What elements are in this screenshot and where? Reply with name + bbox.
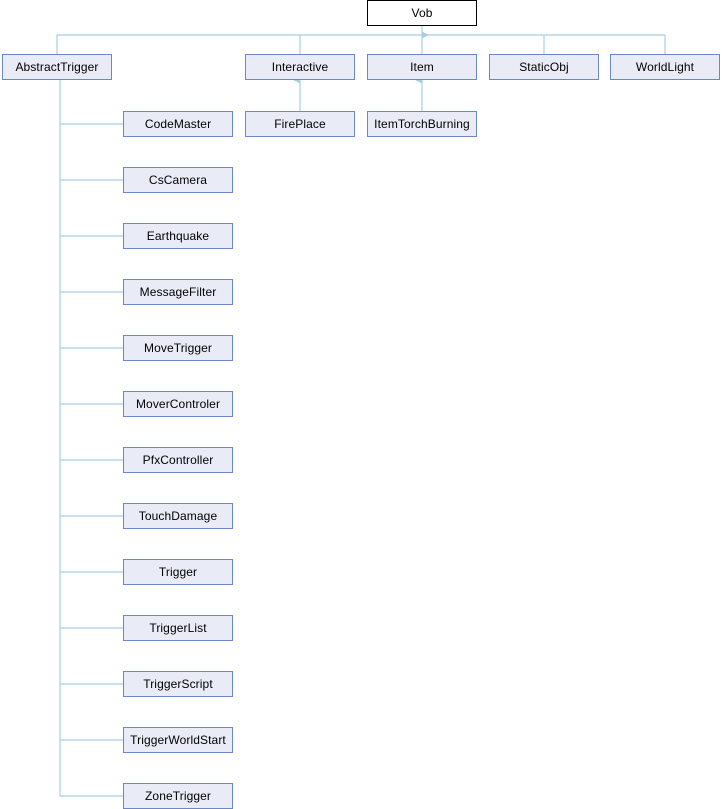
node-movetrigger[interactable]: MoveTrigger	[123, 335, 233, 361]
node-worldlight[interactable]: WorldLight	[610, 54, 720, 80]
node-label: CsCamera	[148, 173, 208, 187]
node-label: FirePlace	[274, 117, 326, 131]
node-codemaster[interactable]: CodeMaster	[123, 111, 233, 137]
node-vob[interactable]: Vob	[367, 0, 477, 26]
node-label: Earthquake	[146, 229, 210, 243]
node-trigger[interactable]: Trigger	[123, 559, 233, 585]
node-label: TouchDamage	[138, 509, 218, 523]
node-label: MoveTrigger	[143, 341, 212, 355]
node-label: Item	[410, 60, 434, 74]
node-itemtorchburning[interactable]: ItemTorchBurning	[367, 111, 477, 137]
node-triggerworldstart[interactable]: TriggerWorldStart	[123, 727, 233, 753]
node-triggerscript[interactable]: TriggerScript	[123, 671, 233, 697]
node-triggerlist[interactable]: TriggerList	[123, 615, 233, 641]
node-label: ZoneTrigger	[144, 789, 212, 803]
node-messagefilter[interactable]: MessageFilter	[123, 279, 233, 305]
node-label: Vob	[411, 6, 433, 20]
node-label: TriggerWorldStart	[130, 733, 226, 747]
node-cscamera[interactable]: CsCamera	[123, 167, 233, 193]
node-earthquake[interactable]: Earthquake	[123, 223, 233, 249]
node-touchdamage[interactable]: TouchDamage	[123, 503, 233, 529]
node-label: StaticObj	[519, 60, 569, 74]
node-label: Trigger	[158, 565, 198, 579]
node-label: MoverControler	[135, 397, 221, 411]
node-fireplace[interactable]: FirePlace	[245, 111, 355, 137]
node-label: PfxController	[142, 453, 214, 467]
node-zonetrigger[interactable]: ZoneTrigger	[123, 783, 233, 809]
node-interactive[interactable]: Interactive	[245, 54, 355, 80]
node-label: WorldLight	[635, 60, 695, 74]
node-label: CodeMaster	[144, 117, 212, 131]
node-label: ItemTorchBurning	[374, 117, 470, 131]
node-label: AbstractTrigger	[15, 60, 99, 74]
node-label: TriggerList	[149, 621, 207, 635]
node-pfxcontroller[interactable]: PfxController	[123, 447, 233, 473]
node-movercontroler[interactable]: MoverControler	[123, 391, 233, 417]
node-item[interactable]: Item	[367, 54, 477, 80]
node-label: MessageFilter	[139, 285, 217, 299]
node-abstracttrigger[interactable]: AbstractTrigger	[2, 54, 112, 80]
node-label: TriggerScript	[143, 677, 213, 691]
node-label: Interactive	[271, 60, 329, 74]
node-staticobj[interactable]: StaticObj	[489, 54, 599, 80]
